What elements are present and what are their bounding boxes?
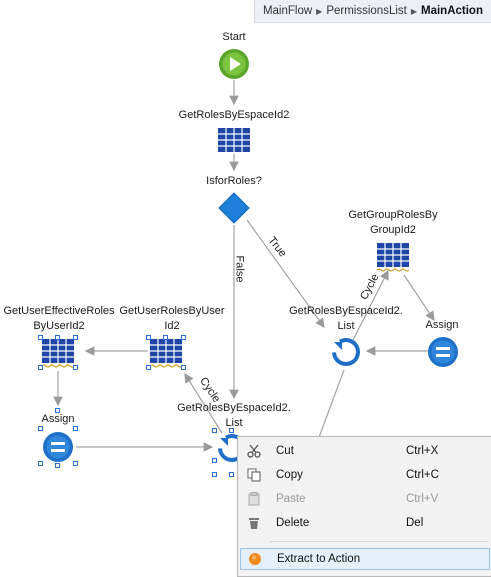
menu-item-copy-shortcut: Ctrl+C <box>406 469 439 481</box>
selection-handle[interactable] <box>181 365 186 370</box>
foreach-2-label-2: List <box>225 417 243 429</box>
menu-separator <box>270 541 488 542</box>
selection-handle[interactable] <box>55 335 60 340</box>
edge-group-to-assign <box>403 274 435 321</box>
menu-item-delete[interactable]: Delete Del <box>240 512 490 534</box>
assign-2-label: Assign <box>41 413 75 425</box>
edge-true <box>246 219 325 328</box>
query-user-effective-label-1: GetUserEffectiveRoles <box>3 305 115 317</box>
selection-handle[interactable] <box>55 408 60 413</box>
query-roles-espace-node[interactable] <box>218 128 250 152</box>
menu-item-cut-label: Cut <box>276 445 294 457</box>
loop-icon <box>332 338 360 366</box>
menu-item-delete-label: Delete <box>276 517 310 529</box>
selection-handle[interactable] <box>55 463 60 468</box>
selection-handle[interactable] <box>181 335 186 340</box>
diamond-icon <box>218 192 250 224</box>
selection-handle[interactable] <box>38 365 43 370</box>
query-user-roles-node[interactable] <box>149 339 183 369</box>
query-user-effective-node[interactable] <box>41 339 75 369</box>
table-grid-icon <box>376 243 410 272</box>
selection-handle[interactable] <box>38 461 43 466</box>
table-grid-icon <box>218 128 250 152</box>
if-node[interactable] <box>218 192 250 224</box>
selection-handle[interactable] <box>38 426 43 431</box>
edge-cycle-1 <box>352 269 389 341</box>
breadcrumb-item-permissionslist[interactable]: PermissionsList <box>326 5 407 17</box>
edge-foreach1-out <box>317 369 345 441</box>
query-user-roles-label-2: Id2 <box>164 320 180 332</box>
menu-item-extract-label: Extract to Action <box>277 553 361 565</box>
breadcrumb: MainFlow ▶ PermissionsList ▶ MainAction <box>253 0 491 23</box>
selection-handle[interactable] <box>38 335 43 340</box>
foreach-1-node[interactable] <box>330 336 362 368</box>
edge-false-label: False <box>233 255 246 283</box>
selection-handle[interactable] <box>146 365 151 370</box>
paste-icon <box>240 488 268 510</box>
menu-item-paste[interactable]: Paste Ctrl+V <box>240 488 490 510</box>
table-grid-icon <box>41 339 75 368</box>
assign-1-label: Assign <box>425 319 459 331</box>
query-roles-espace-label: GetRolesByEspaceId2 <box>178 109 290 121</box>
selection-handle[interactable] <box>73 461 78 466</box>
menu-item-paste-shortcut: Ctrl+V <box>406 493 439 505</box>
equals-icon <box>428 337 458 367</box>
query-group-roles-label-2: GroupId2 <box>370 224 416 236</box>
play-icon <box>219 49 249 79</box>
selection-handle[interactable] <box>73 335 78 340</box>
breadcrumb-item-mainflow[interactable]: MainFlow <box>262 5 313 17</box>
breadcrumb-item-current: MainAction <box>421 5 483 17</box>
foreach-1-label-2: List <box>337 320 355 332</box>
start-node[interactable] <box>218 48 250 80</box>
if-label: IsforRoles? <box>206 175 262 187</box>
menu-item-paste-label: Paste <box>276 493 306 505</box>
foreach-1-label-1: GetRolesByEspaceId2. <box>289 305 403 317</box>
selection-handle[interactable] <box>229 472 234 477</box>
menu-item-copy[interactable]: Copy Ctrl+C <box>240 464 490 486</box>
assign-2-node[interactable] <box>42 431 74 463</box>
orange-circle-icon <box>241 548 269 570</box>
scissors-icon <box>240 440 268 462</box>
trash-icon <box>240 512 268 534</box>
query-group-roles-label-1: GetGroupRolesBy <box>348 209 438 221</box>
selection-handle[interactable] <box>212 458 217 463</box>
foreach-2-label-1: GetRolesByEspaceId2. <box>177 402 291 414</box>
equals-icon <box>43 432 73 462</box>
menu-item-delete-shortcut: Del <box>406 517 424 529</box>
assign-1-node[interactable] <box>427 336 459 368</box>
selection-handle[interactable] <box>212 472 217 477</box>
menu-item-cut-shortcut: Ctrl+X <box>406 445 439 457</box>
menu-item-copy-label: Copy <box>276 469 303 481</box>
menu-item-cut[interactable]: Cut Ctrl+X <box>240 440 490 462</box>
selection-handle[interactable] <box>229 428 234 433</box>
selection-handle[interactable] <box>212 428 217 433</box>
copy-icon <box>240 464 268 486</box>
chevron-right-icon: ▶ <box>410 6 418 16</box>
edge-cycle-2 <box>184 372 223 434</box>
context-menu: Cut Ctrl+X Copy Ctrl+C Paste Ctrl+V Dele… <box>237 436 491 577</box>
selection-handle[interactable] <box>146 335 151 340</box>
start-label: Start <box>222 31 246 43</box>
query-user-roles-label-1: GetUserRolesByUser <box>119 305 225 317</box>
chevron-right-icon: ▶ <box>316 6 323 16</box>
selection-handle[interactable] <box>73 426 78 431</box>
selection-handle[interactable] <box>73 365 78 370</box>
query-user-effective-label-2: ByUserId2 <box>33 320 85 332</box>
query-group-roles-node[interactable] <box>376 243 410 273</box>
selection-handle[interactable] <box>163 335 168 340</box>
menu-item-extract-to-action[interactable]: Extract to Action <box>240 548 490 570</box>
table-grid-icon <box>149 339 183 368</box>
